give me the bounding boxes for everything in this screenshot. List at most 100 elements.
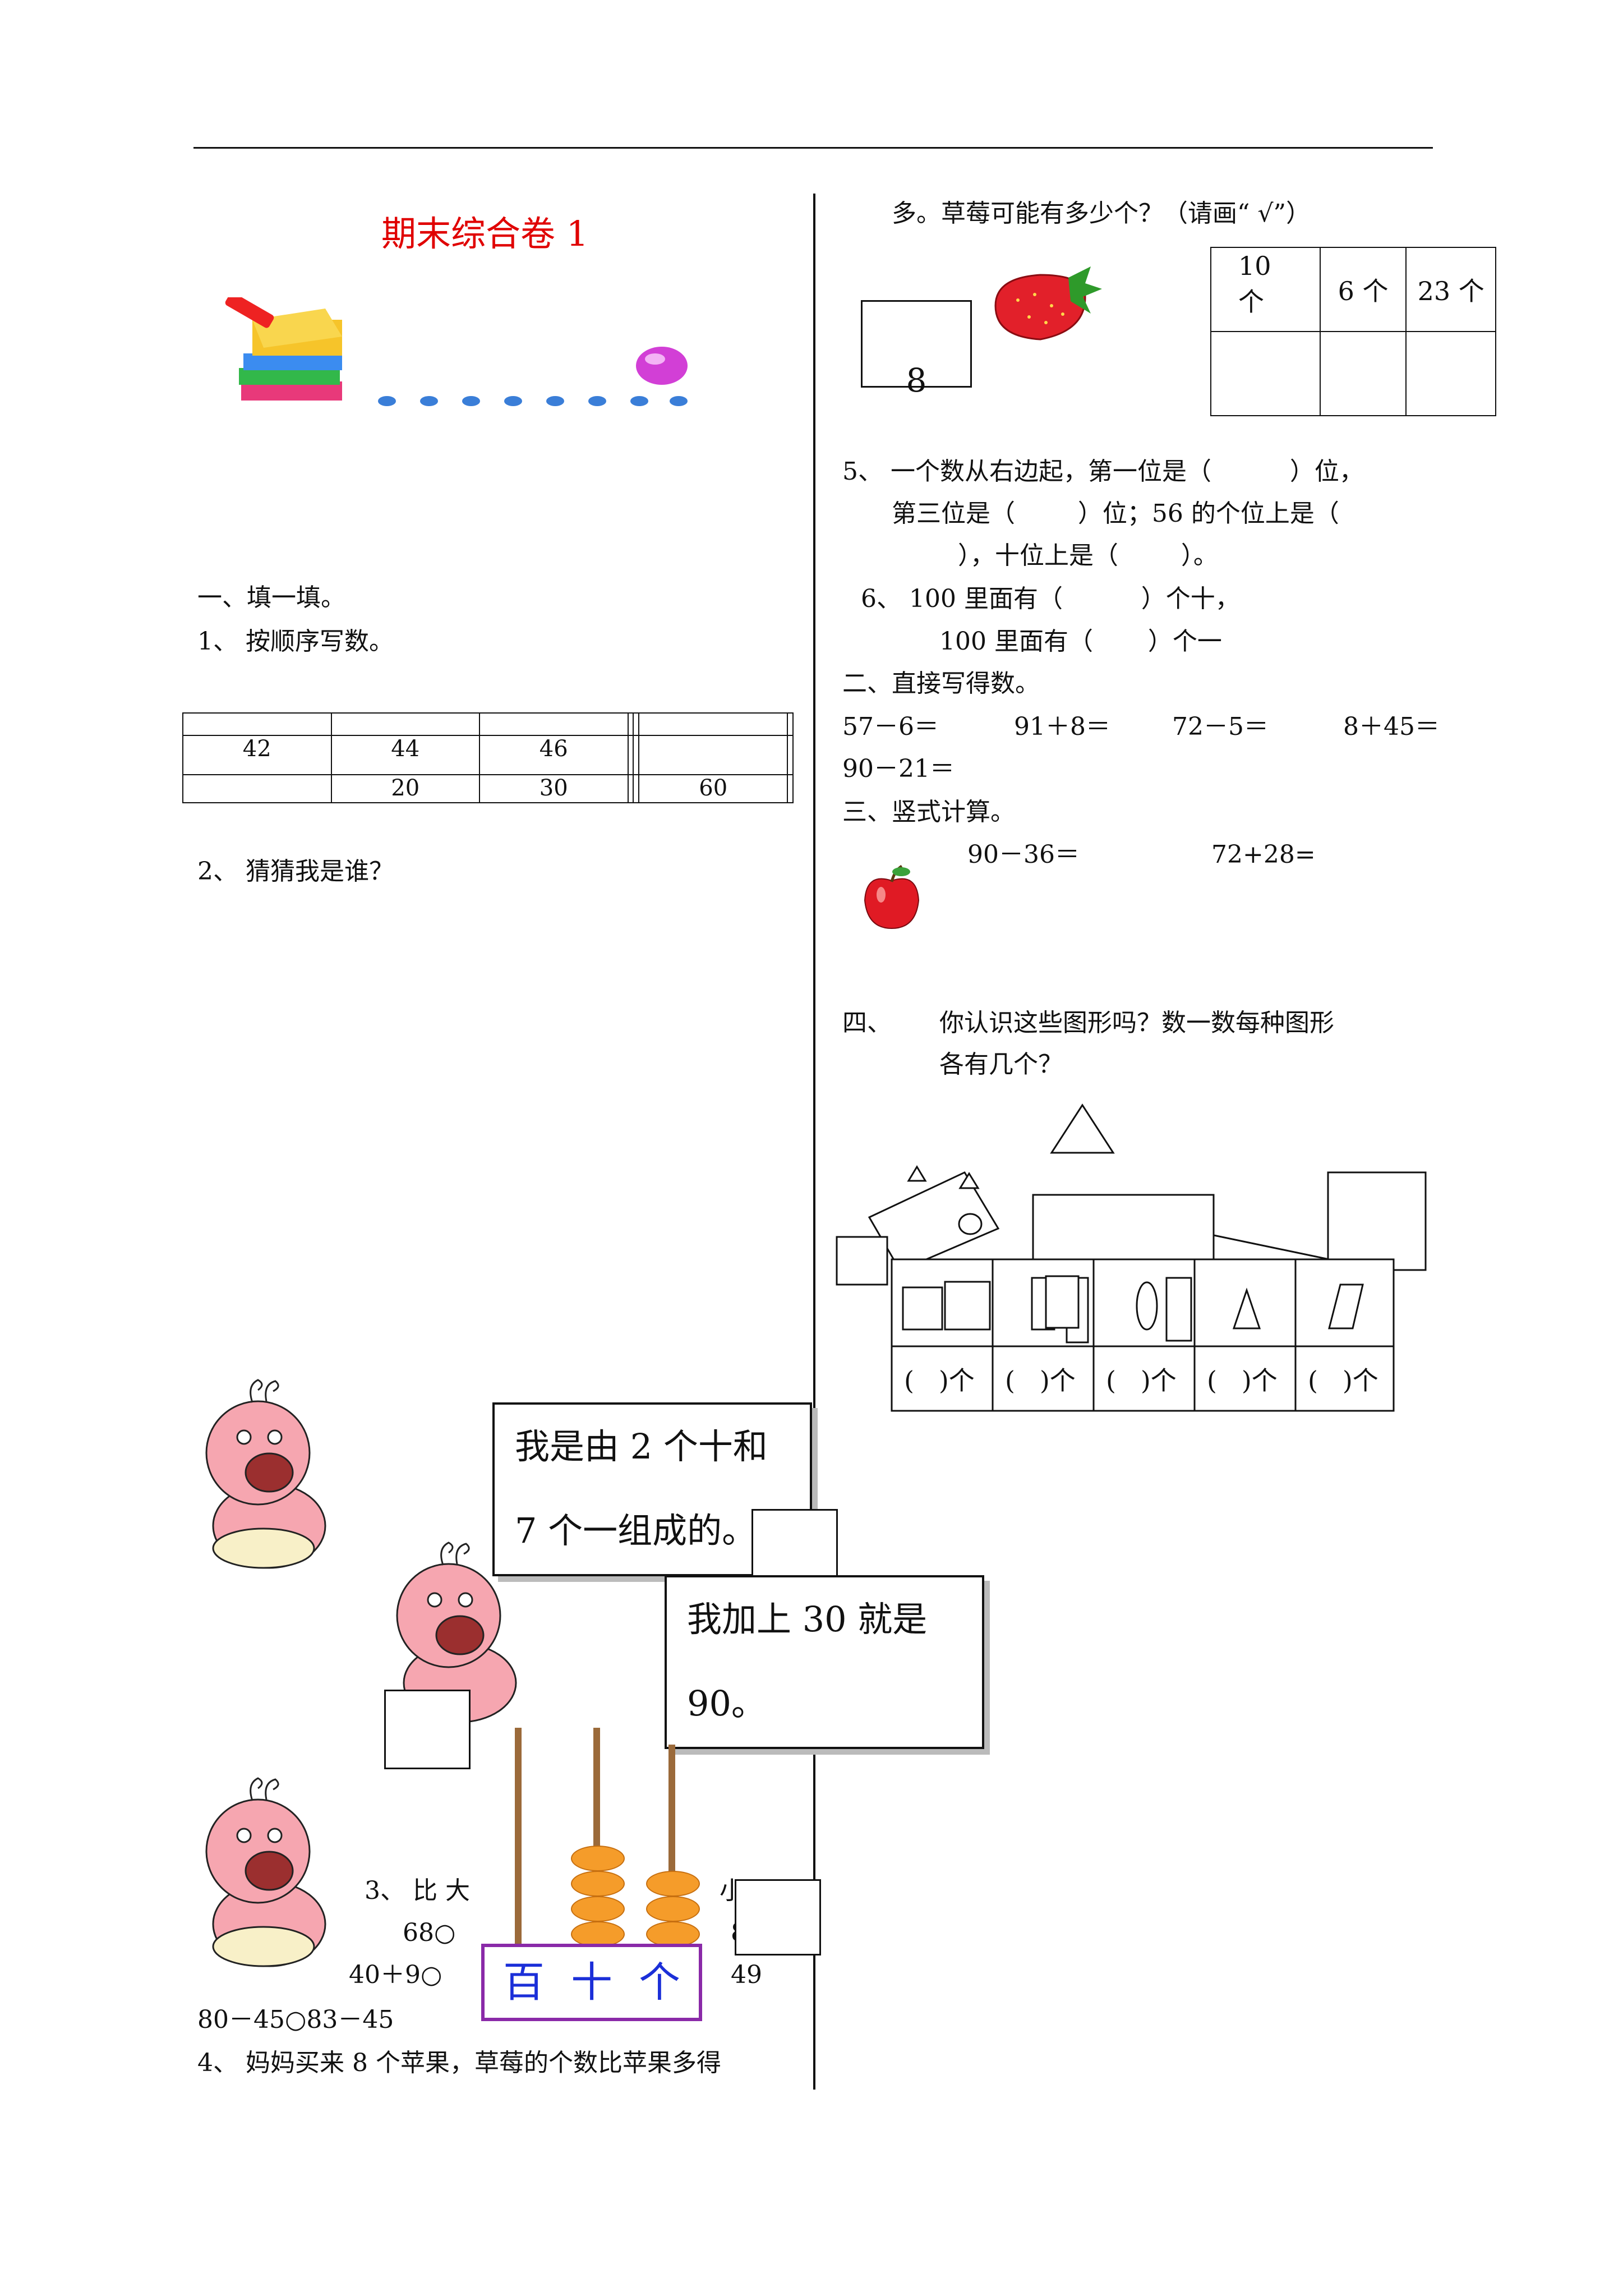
bubble-1-line-1: 我是由 2 个十和	[515, 1426, 768, 1467]
speech-bubble-2: 我加上 30 就是 90。	[665, 1575, 984, 1749]
section-2-heading: 二、直接写得数。	[842, 669, 1040, 698]
oval-icon-cell	[1136, 1281, 1158, 1331]
abacus-bead	[571, 1846, 625, 1871]
count-cell-2[interactable]: ( )个	[1005, 1365, 1076, 1396]
vertical-calc-2: 72+28=	[1211, 840, 1316, 869]
baby-illustration-3	[205, 1777, 326, 1967]
section-4-line-2: 各有几个？	[939, 1050, 1063, 1079]
abacus-bead	[571, 1921, 625, 1947]
tail-triangle-shape	[1212, 1234, 1330, 1260]
seq-cell[interactable]	[633, 774, 640, 803]
small-square-shape	[836, 1236, 888, 1286]
small-triangle-shape	[958, 1172, 980, 1189]
calc-5: 90－21＝	[842, 754, 955, 783]
calc-2: 91＋8＝	[1014, 712, 1110, 741]
vertical-calc-1: 90－36＝	[967, 840, 1080, 869]
section-3-heading: 三、竖式计算。	[842, 798, 1015, 826]
question-6-line-1: 6、 100 里面有（ ）个十，	[861, 585, 1240, 613]
triangle-shape	[1050, 1103, 1115, 1154]
tick-cell[interactable]	[1319, 331, 1407, 416]
seq-cell[interactable]: 20	[330, 774, 480, 803]
rectangle-icon-cell	[1165, 1277, 1192, 1342]
abacus-bead	[571, 1871, 625, 1897]
section-4-number: 四、	[842, 1009, 892, 1037]
choice-table: 10 个 6 个 23 个	[1210, 247, 1496, 416]
page-title: 期末综合卷 1	[381, 213, 589, 254]
choice-10: 10 个	[1210, 247, 1321, 332]
sequence-table: 42 44 46 20 30 60	[182, 712, 794, 803]
baby-illustration-1	[205, 1379, 326, 1569]
choice-10-number: 10	[1238, 251, 1271, 281]
section-1-heading: 一、填一填。	[197, 583, 345, 612]
abacus-bead	[646, 1871, 700, 1897]
triangle-icon-cell	[1232, 1287, 1261, 1329]
dotted-trail-icon	[378, 347, 688, 406]
parallelogram-icon-cell	[1328, 1283, 1364, 1329]
tick-cell[interactable]	[1210, 331, 1321, 416]
count-cell-1[interactable]: ( )个	[904, 1365, 975, 1396]
count-cell-5[interactable]: ( )个	[1308, 1365, 1378, 1396]
seq-cell[interactable]	[786, 774, 794, 803]
apple-count: 8	[906, 361, 927, 399]
strawberry-icon	[994, 266, 1102, 341]
seq-cell[interactable]: 30	[479, 774, 629, 803]
seq-cell[interactable]	[638, 735, 788, 775]
header-rule	[193, 147, 1433, 149]
seq-cell[interactable]	[786, 735, 794, 775]
rectangle-icon-cell	[1045, 1275, 1080, 1329]
calc-4: 8＋45＝	[1343, 712, 1440, 741]
question-3: 3、 比 大	[365, 1876, 470, 1905]
answer-box-bubble-1[interactable]	[751, 1509, 838, 1585]
choice-6: 6 个	[1319, 247, 1407, 332]
abacus-bead	[646, 1896, 700, 1922]
compare-2-right: 49	[731, 1961, 762, 1989]
abacus-rod-hundreds	[515, 1728, 522, 1952]
large-square-shape	[1327, 1171, 1427, 1271]
question-5-line-2: 第三位是（ ）位；56 的个位上是（	[892, 499, 1339, 528]
compare-1: 68○	[403, 1918, 456, 1947]
question-2: 2、 猜猜我是谁？	[197, 857, 394, 886]
calc-1: 57－6＝	[842, 712, 939, 741]
circle-shape	[958, 1213, 983, 1235]
bubble-2-line-1: 我加上 30 就是	[687, 1599, 928, 1640]
bubble-2-line-2: 90。	[687, 1683, 766, 1724]
sticky-notes-icon	[225, 297, 342, 401]
answer-box-compare[interactable]	[735, 1879, 821, 1955]
question-4-continued: 多。草莓可能有多少个？（请画“ √”）	[892, 199, 1311, 228]
seq-cell[interactable]: 44	[330, 735, 480, 775]
seq-cell[interactable]: 42	[182, 735, 332, 775]
tick-cell[interactable]	[1405, 331, 1496, 416]
abacus-label-box: 百 十 个	[481, 1944, 702, 2021]
choice-10-unit: 个	[1238, 287, 1264, 318]
small-triangle-shape	[907, 1165, 927, 1182]
compare-3: 80－45○83－45	[197, 2005, 394, 2034]
seq-cell[interactable]	[182, 774, 332, 803]
count-cell-4[interactable]: ( )个	[1207, 1365, 1278, 1396]
seq-cell[interactable]	[633, 735, 640, 775]
seq-cell[interactable]	[627, 735, 634, 775]
answer-box-baby-2[interactable]	[384, 1690, 471, 1769]
shapes-figure	[836, 1103, 1427, 1412]
bubble-1-line-2: 7 个一组成的。	[515, 1510, 757, 1551]
abacus-bead	[571, 1896, 625, 1922]
seq-cell[interactable]: 60	[638, 774, 788, 803]
square-icon-cell	[902, 1286, 943, 1331]
abacus-bead	[646, 1921, 700, 1947]
section-4-line-1: 你认识这些图形吗？数一数每种图形	[939, 1009, 1334, 1037]
seq-cell[interactable]: 46	[479, 735, 629, 775]
count-cell-3[interactable]: ( )个	[1106, 1365, 1177, 1396]
seq-cell[interactable]	[627, 774, 634, 803]
question-4: 4、 妈妈买来 8 个苹果，草莓的个数比苹果多得	[197, 2049, 721, 2077]
question-5-line-1: 5、 一个数从右边起，第一位是（ ）位，	[842, 457, 1364, 486]
tilted-rectangle-shape	[868, 1171, 1000, 1272]
choice-23: 23 个	[1405, 247, 1496, 332]
column-divider	[813, 194, 815, 2090]
question-6-line-2: 100 里面有（ ）个一	[939, 627, 1222, 656]
apple-icon	[864, 864, 920, 930]
question-5-line-3: ），十位上是（ ）。	[958, 541, 1218, 570]
apple-count-box: 8	[861, 300, 972, 397]
compare-2: 40＋9○	[349, 1961, 442, 1989]
calc-3: 72－5＝	[1172, 712, 1269, 741]
question-1: 1、 按顺序写数。	[197, 627, 394, 656]
